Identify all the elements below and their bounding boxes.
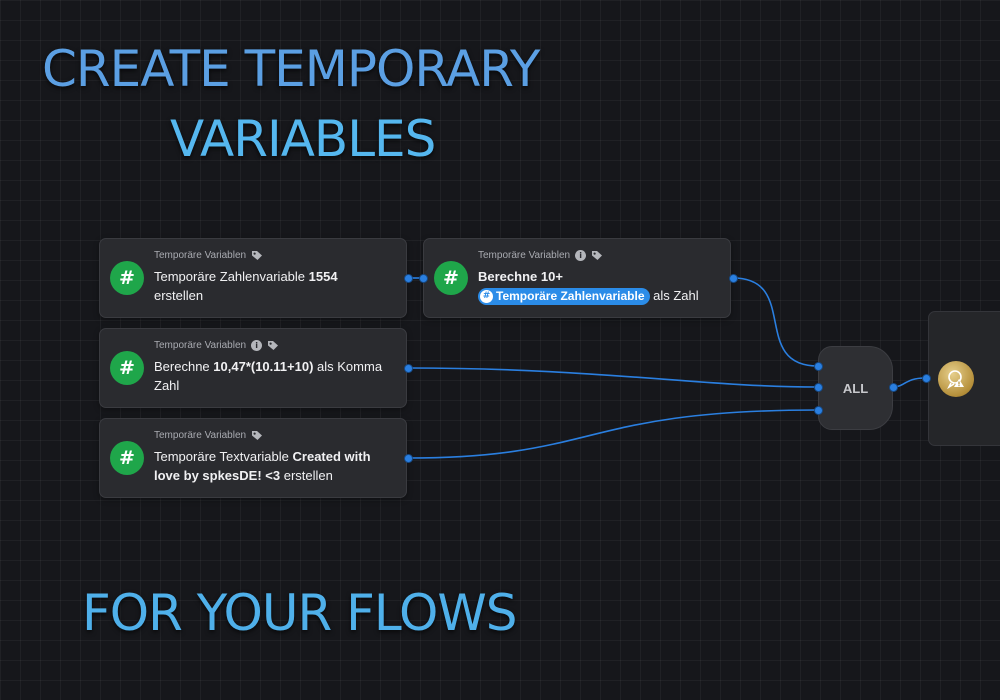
node-category: Temporäre Variablen xyxy=(154,250,263,261)
category-label: Temporäre Variablen xyxy=(154,430,247,441)
input-port[interactable] xyxy=(814,362,823,371)
tag-icon[interactable] xyxy=(251,250,263,261)
variable-token-chip[interactable]: #Temporäre Zahlenvariable xyxy=(478,288,650,306)
text-part: erstellen xyxy=(154,288,204,303)
output-port[interactable] xyxy=(404,274,413,283)
wire-text-to-all xyxy=(407,409,819,459)
value-text: Created with love by spkesDE! <3 xyxy=(154,449,371,483)
output-port[interactable] xyxy=(404,454,413,463)
hash-icon: # xyxy=(110,261,144,295)
info-icon[interactable]: i xyxy=(575,250,587,261)
formula-text: 10,47*(10.11+10) xyxy=(213,359,314,374)
tag-icon[interactable] xyxy=(251,430,263,441)
node-calculate-decimal[interactable]: # Temporäre Variablen i Berechne 10,47*(… xyxy=(99,328,407,408)
info-icon[interactable]: i xyxy=(251,340,263,351)
all-label: ALL xyxy=(842,380,869,396)
node-text: Berechne 10+ #Temporäre Zahlenvariable a… xyxy=(478,267,716,306)
category-label: Temporäre Variablen xyxy=(154,340,247,351)
text-part: Temporäre Textvariable xyxy=(154,449,289,464)
node-create-number-variable[interactable]: # Temporäre Variablen Temporäre Zahlenva… xyxy=(99,238,407,318)
tag-icon[interactable] xyxy=(591,250,603,261)
tag-icon[interactable] xyxy=(267,340,279,351)
node-category: Temporäre Variablen i xyxy=(154,340,279,351)
output-port[interactable] xyxy=(404,364,413,373)
text-part: erstellen xyxy=(283,468,333,483)
wire-calc-to-all xyxy=(732,277,819,367)
text-part: als Zahl xyxy=(653,288,699,303)
value-number: 1554 xyxy=(308,269,338,284)
text-part: Berechne xyxy=(154,359,210,374)
node-action[interactable] xyxy=(928,311,1000,446)
hash-icon: # xyxy=(434,261,468,295)
output-port[interactable] xyxy=(889,383,898,392)
chip-label: Temporäre Zahlenvariable xyxy=(496,289,645,304)
node-category: Temporäre Variablen xyxy=(154,430,263,441)
node-category: Temporäre Variablen i xyxy=(478,250,603,261)
node-create-text-variable[interactable]: # Temporäre Variablen Temporäre Textvari… xyxy=(99,418,407,498)
node-text: Berechne 10,47*(10.11+10) als Komma Zahl xyxy=(154,357,392,395)
node-text: Temporäre Zahlenvariable 1554 erstellen xyxy=(154,267,392,305)
hash-icon: # xyxy=(110,441,144,475)
category-label: Temporäre Variablen xyxy=(478,250,571,261)
wire-decimal-to-all xyxy=(407,367,819,388)
headline-line-3: FOR YOUR FLOWS xyxy=(82,584,518,642)
node-all[interactable]: ALL xyxy=(818,346,893,430)
headline-line-2: VARIABLES xyxy=(170,110,436,168)
text-part: Temporäre Zahlenvariable xyxy=(154,269,306,284)
headline-line-1: CREATE TEMPORARY xyxy=(42,40,540,98)
formula-text: Berechne 10+ xyxy=(478,269,563,284)
warning-avatar-icon xyxy=(938,361,974,397)
output-port[interactable] xyxy=(729,274,738,283)
input-port[interactable] xyxy=(419,274,428,283)
hash-icon: # xyxy=(480,290,493,304)
hash-icon: # xyxy=(110,351,144,385)
category-label: Temporäre Variablen xyxy=(154,250,247,261)
input-port[interactable] xyxy=(814,406,823,415)
input-port[interactable] xyxy=(814,383,823,392)
node-calculate-number[interactable]: # Temporäre Variablen i Berechne 10+ #Te… xyxy=(423,238,731,318)
node-text: Temporäre Textvariable Created with love… xyxy=(154,447,392,485)
input-port[interactable] xyxy=(922,374,931,383)
text-part: als Komma Zahl xyxy=(154,359,383,393)
